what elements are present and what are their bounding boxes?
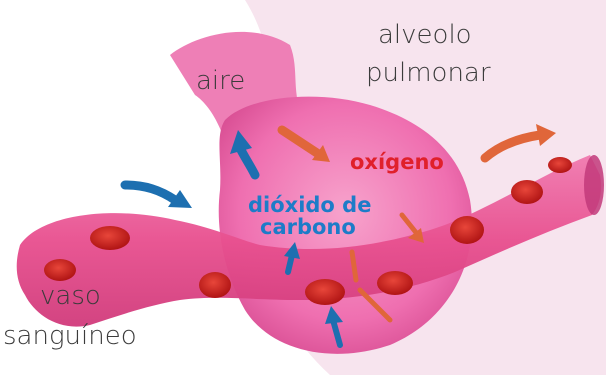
co2-label-line1: dióxido de (248, 193, 372, 217)
red-blood-cell (548, 157, 572, 173)
alveolus-label-line2: pulmonar (366, 58, 491, 88)
blue-arrow-icon (230, 130, 260, 180)
oxygen-arrows (277, 124, 556, 323)
blue-arrow-icon (284, 242, 300, 275)
vessel-opening (584, 155, 604, 215)
orange-arrow-icon (480, 124, 556, 163)
orange-arrow-icon (399, 212, 424, 243)
air-label: aire (196, 66, 246, 96)
oxygen-label: oxígeno (350, 150, 444, 174)
red-blood-cell (450, 216, 484, 244)
vessel-label-line1: vaso (40, 281, 101, 311)
vessel-label-line2: sanguíneo (3, 321, 137, 351)
co2-arrows (120, 130, 343, 348)
red-blood-cell (305, 279, 345, 305)
red-blood-cell (44, 259, 76, 281)
orange-arrow-icon (277, 125, 330, 162)
blue-arrow-icon (120, 180, 192, 208)
orange-arrow-icon (349, 249, 359, 283)
blood-vessel (16, 155, 602, 327)
red-blood-cell (511, 180, 543, 204)
orange-arrow-icon (357, 287, 393, 323)
blue-arrow-icon (325, 306, 343, 348)
co2-label-line2: carbono (260, 215, 356, 239)
red-blood-cell (377, 271, 413, 295)
red-blood-cell (199, 272, 231, 298)
alveolus-label-line1: alveolo (378, 20, 472, 50)
red-blood-cell (90, 226, 130, 250)
red-blood-cells (44, 157, 572, 305)
